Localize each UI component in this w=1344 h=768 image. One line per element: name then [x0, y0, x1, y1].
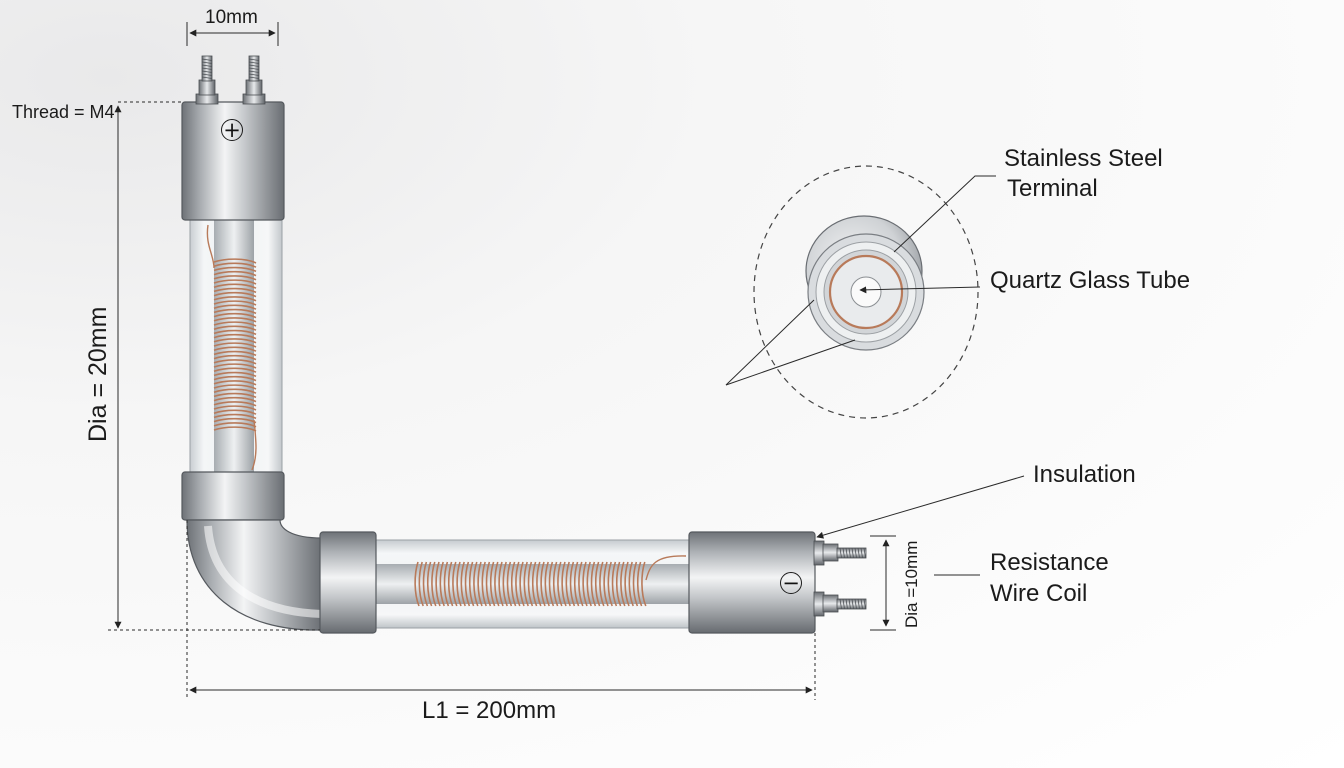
dimension-diameter-vertical: Dia = 20mm	[84, 306, 112, 442]
negative-terminal-symbol: −	[780, 572, 802, 594]
label-resistance-wire-coil-line1: Resistance	[990, 549, 1109, 576]
top-terminal-bolts	[195, 55, 266, 105]
dimension-diameter-right: Dia =10mm	[902, 540, 921, 628]
cross-section-detail	[753, 165, 979, 419]
leader-lines	[725, 175, 1025, 576]
top-terminal-cap	[181, 101, 285, 221]
resistance-coil-vertical	[213, 258, 257, 432]
label-quartz-glass-tube: Quartz Glass Tube	[990, 267, 1191, 294]
dimension-terminal-spacing: 10mm	[205, 7, 258, 28]
right-terminal-cap	[688, 531, 816, 634]
label-resistance-wire-coil-line2: Wire Coil	[990, 580, 1088, 607]
right-terminal-bolts	[813, 540, 867, 617]
positive-terminal-symbol: +	[221, 119, 243, 141]
label-insulation: Insulation	[1033, 461, 1136, 488]
vertical-tube-assembly	[181, 55, 285, 521]
dimension-thread: Thread = M4	[12, 102, 115, 122]
dimension-length-horizontal: L1 = 200mm	[422, 697, 557, 724]
horizontal-collar	[319, 531, 377, 634]
dimension-lines	[108, 22, 896, 700]
horizontal-tube-assembly	[319, 531, 867, 634]
label-stainless-steel-terminal-line2: Terminal	[1007, 175, 1098, 202]
elbow-bend	[186, 519, 323, 631]
middle-collar	[181, 471, 285, 521]
label-stainless-steel-terminal-line1: Stainless Steel	[1004, 145, 1163, 172]
resistance-coil-horizontal	[414, 561, 647, 607]
